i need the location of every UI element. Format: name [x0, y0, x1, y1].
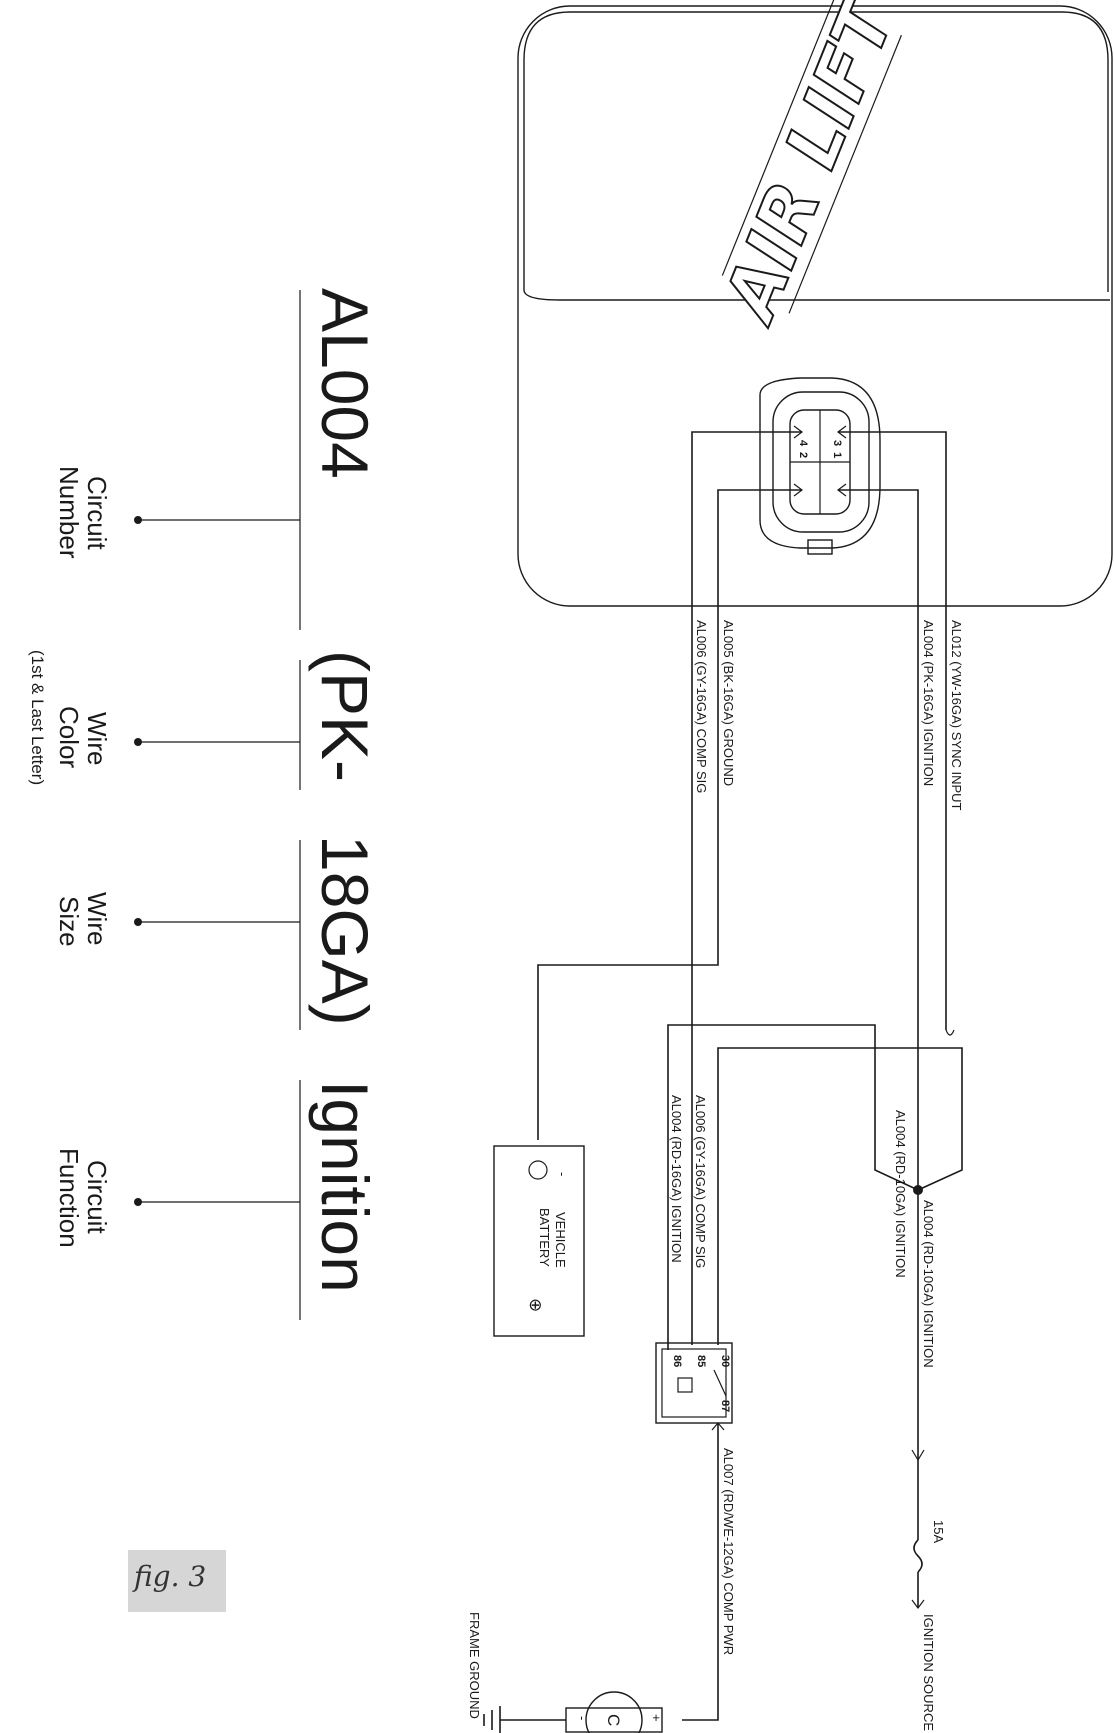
legend-size: 18GA) [308, 835, 382, 1026]
compressor-plus: + [649, 1714, 664, 1722]
battery-label-2: BATTERY [537, 1208, 552, 1267]
legend-circuit: AL004 [308, 288, 382, 479]
pin-4: 4 [797, 440, 809, 447]
relay-pin-87: 87 [719, 1400, 731, 1412]
battery-label-1: VEHICLE [553, 1212, 568, 1268]
pin-1: 1 [831, 452, 843, 458]
compressor-circuit: AL007 (RD/WE-12GA) COMP PWR C + - FRAME … [467, 1422, 736, 1733]
label-al004-rd10-relay: AL004 (RD-10GA) IGNITION [893, 1110, 908, 1278]
legend-size-label-2: Size [54, 896, 84, 947]
label-al004-rd16: AL004 (RD-16GA) IGNITION [669, 1095, 684, 1263]
controller-housing: AIR LIFT [517, 0, 1113, 607]
compressor-label: C [604, 1714, 623, 1726]
legend-circuit-label-2: Number [54, 466, 84, 559]
legend: AL004 (PK- 18GA) Ignition Circuit Number… [28, 288, 382, 1320]
brand-logo-text: AIR LIFT [706, 0, 913, 335]
label-al005: AL005 (BK-16GA) GROUND [721, 620, 736, 786]
brand-logo: AIR LIFT [705, 0, 913, 336]
relay: 30 85 86 87 [655, 1342, 733, 1424]
label-al012: AL012 (YW-16GA) SYNC INPUT [949, 620, 964, 811]
legend-color-label-3: (1st & Last Letter) [28, 650, 47, 785]
frame-ground-label: FRAME GROUND [467, 1612, 482, 1719]
wire-al012 [838, 431, 947, 1030]
ignition-source-label: IGNITION SOURCE [921, 1614, 936, 1731]
legend-circuit-label-1: Circuit [82, 476, 112, 550]
battery-neg: - [555, 1172, 570, 1176]
legend-function-label-1: Circuit [82, 1160, 112, 1234]
legend-size-label-1: Wire [82, 892, 112, 945]
legend-color-label-2: Color [54, 706, 84, 768]
wire-al006 [691, 431, 802, 1345]
legend-function: Ignition [308, 1080, 382, 1293]
vehicle-battery: - VEHICLE BATTERY ⊕ [493, 1145, 585, 1337]
legend-color-label-1: Wire [82, 712, 112, 765]
fuse: 15A IGNITION SOURCE [911, 1449, 946, 1731]
fuse-label: 15A [931, 1520, 946, 1543]
legend-function-label-2: Function [54, 1148, 84, 1248]
label-main-feed: AL004 (RD-10GA) IGNITION [921, 1200, 936, 1368]
pin-2: 2 [797, 452, 809, 458]
figure-caption: fig. 3 [128, 1550, 226, 1612]
wire-al004-pk [838, 489, 919, 1190]
connector-wires [537, 425, 955, 1345]
label-al006-top: AL006 (GY-16GA) COMP SIG [694, 620, 709, 793]
fig-caption-text: fig. 3 [132, 1560, 206, 1593]
relay-pin-86: 86 [671, 1355, 683, 1367]
relay-pin-30: 30 [719, 1355, 731, 1367]
label-comp-pwr: AL007 (RD/WE-12GA) COMP PWR [721, 1448, 736, 1655]
label-al004-pk: AL004 (PK-16GA) IGNITION [921, 620, 936, 786]
legend-color: (PK- [308, 650, 382, 782]
compressor-minus: - [575, 1716, 590, 1720]
label-al006-relay: AL006 (GY-16GA) COMP SIG [693, 1095, 708, 1268]
relay-feeds [667, 1024, 963, 1540]
wire-al005 [537, 489, 802, 1140]
connector: 1 2 3 4 [759, 377, 881, 555]
battery-pos: ⊕ [526, 1298, 545, 1312]
pin-3: 3 [831, 440, 843, 446]
relay-pin-85: 85 [695, 1355, 707, 1367]
